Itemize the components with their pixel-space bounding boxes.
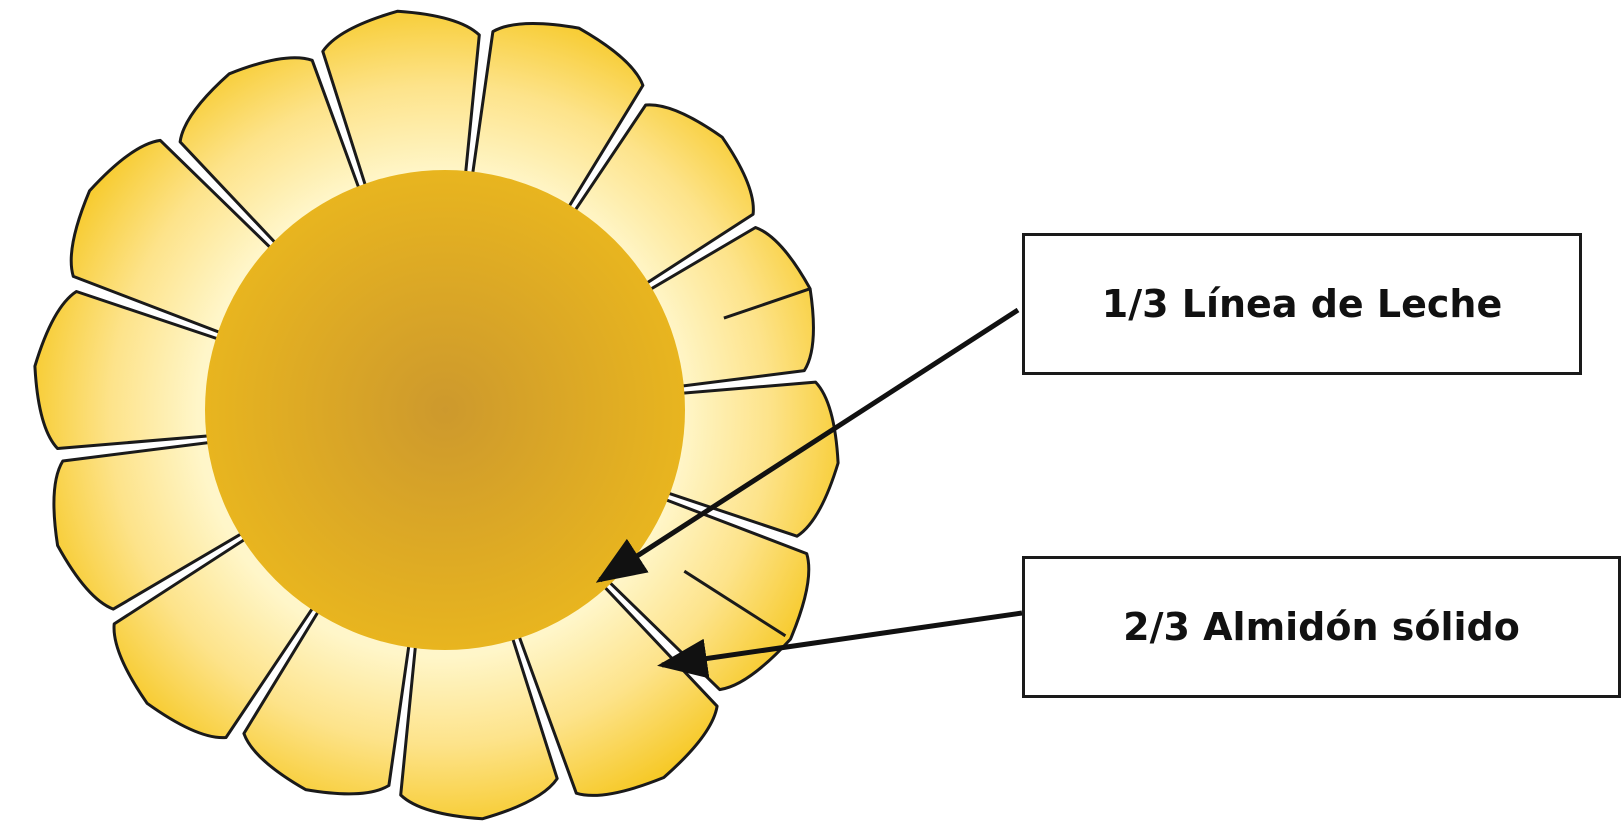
solid-starch-label: 2/3 Almidón sólido [1123, 605, 1520, 649]
milk-line-label-box: 1/3 Línea de Leche [1022, 233, 1582, 375]
milk-line-label: 1/3 Línea de Leche [1101, 282, 1503, 326]
solid-starch-label-box: 2/3 Almidón sólido [1022, 556, 1621, 698]
arrow-solid-starch [657, 610, 1023, 679]
kernel-divider [683, 569, 787, 638]
cob-center [205, 170, 685, 650]
arrow-milk-line [595, 307, 1020, 583]
kernel-divider [723, 287, 810, 320]
